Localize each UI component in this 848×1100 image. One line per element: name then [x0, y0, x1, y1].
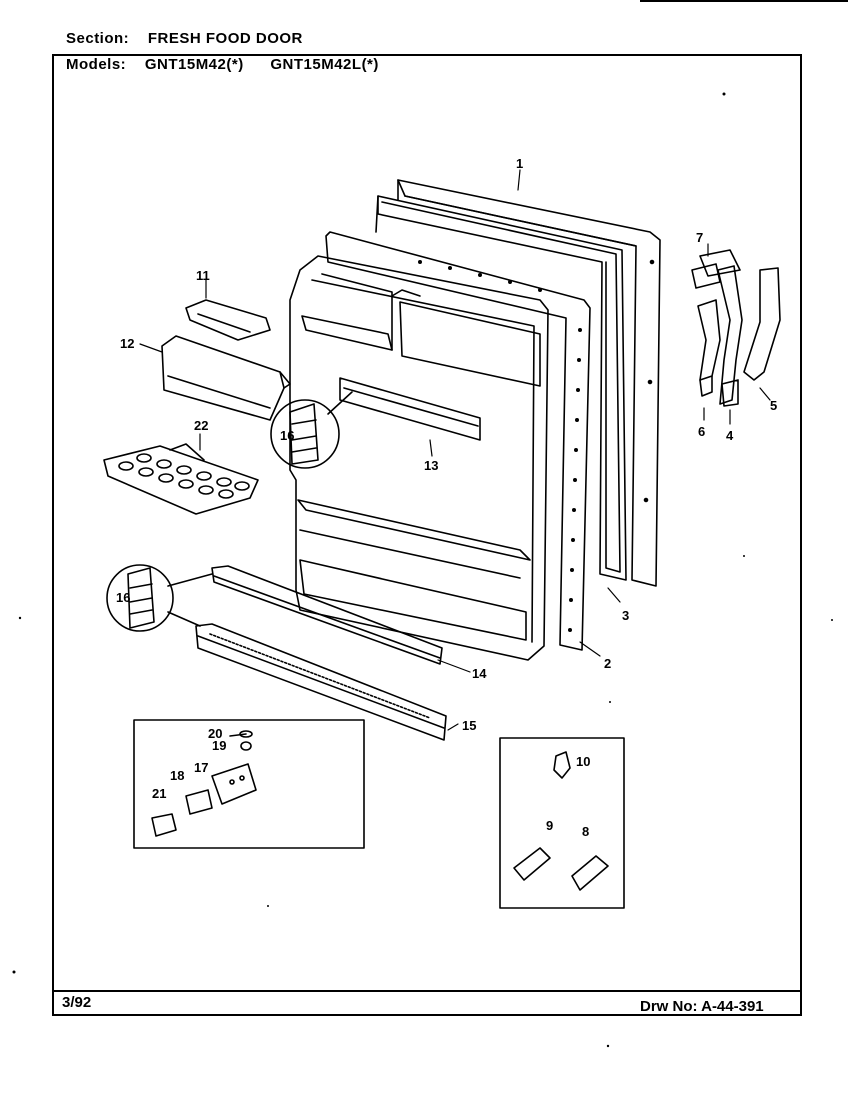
- part-11-dairy-door: [185, 299, 271, 341]
- callout-8: 8: [582, 824, 589, 839]
- part-2-door-liner: [289, 231, 591, 661]
- footer-drawing-number: Drw No: A-44-391: [640, 998, 764, 1015]
- callout-6: 6: [698, 424, 705, 439]
- part-7-hinge-cap: [691, 249, 741, 289]
- diagram-frame: [52, 54, 802, 1016]
- section-value: FRESH FOOD DOOR: [147, 30, 303, 47]
- part-3-door-gasket: [375, 195, 627, 581]
- callout-15: 15: [462, 718, 476, 733]
- part-14-door-shelf-bar: [211, 565, 443, 665]
- callout-9: 9: [546, 818, 553, 833]
- callout-22: 22: [194, 418, 208, 433]
- part-5-hinge-cover: [743, 267, 781, 381]
- callout-18: 18: [170, 768, 184, 783]
- section-label: Section:: [66, 30, 130, 47]
- callout-21: 21: [152, 786, 166, 801]
- part-1-outer-door-panel: [397, 179, 661, 587]
- callout-11: 11: [196, 268, 210, 283]
- top-edge-line: [640, 0, 848, 2]
- callout-16-upper: 16: [280, 428, 294, 443]
- callout-5: 5: [770, 398, 777, 413]
- callout-14: 14: [472, 666, 487, 681]
- part-15-door-shelf-bar: [195, 623, 447, 741]
- model-2: GNT15M42L(*): [270, 56, 379, 73]
- leader-lines: [139, 169, 771, 731]
- callout-2: 2: [604, 656, 611, 671]
- callout-12: 12: [120, 336, 134, 351]
- part-22-egg-tray: [103, 443, 259, 515]
- scan-specks: [12, 92, 833, 1048]
- callout-16-lower: 16: [116, 590, 130, 605]
- inset-box-clips: [499, 737, 625, 909]
- callout-10: 10: [576, 754, 590, 769]
- inset-box-hinge-parts: [133, 719, 365, 849]
- callout-20: 20: [208, 726, 222, 741]
- part-4-hinge-strap: [717, 265, 743, 407]
- part-16-detail-upper: [270, 391, 353, 469]
- part-12-dairy-bin: [161, 335, 291, 421]
- callout-7: 7: [696, 230, 703, 245]
- callout-4: 4: [726, 428, 734, 443]
- footer-divider: [52, 990, 802, 992]
- model-1: GNT15M42(*): [144, 56, 244, 73]
- part-6-hinge-strap: [697, 299, 721, 397]
- models-label: Models:: [66, 56, 127, 73]
- callout-17: 17: [194, 760, 208, 775]
- section-header: Section: FRESH FOOD DOOR: [66, 30, 303, 47]
- callout-13: 13: [424, 458, 438, 473]
- footer-date: 3/92: [62, 994, 92, 1011]
- models-header: Models: GNT15M42(*) GNT15M42L(*): [66, 56, 379, 73]
- callout-1: 1: [516, 156, 523, 171]
- callout-3: 3: [622, 608, 629, 623]
- part-16-detail-lower: [106, 564, 213, 632]
- callout-19: 19: [212, 738, 226, 753]
